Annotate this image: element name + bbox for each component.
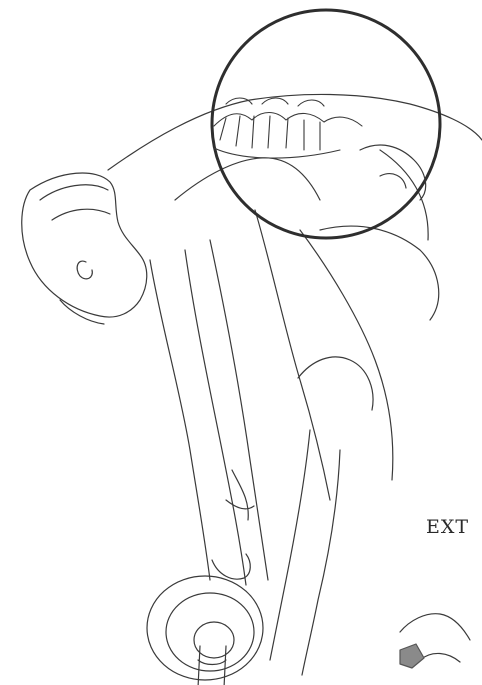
torso-outline xyxy=(108,94,482,170)
glute-line xyxy=(380,150,428,240)
spine-detail-circle-icon xyxy=(212,10,440,238)
hair-detail xyxy=(40,185,110,220)
barbell-plate-mid xyxy=(166,593,254,671)
hip-line xyxy=(320,226,439,320)
head-outline xyxy=(22,173,147,317)
thigh-back xyxy=(300,230,393,480)
ear xyxy=(77,261,92,279)
left-arm-outer xyxy=(150,260,210,580)
knee-curve xyxy=(298,357,373,410)
shaded-patch xyxy=(400,644,424,668)
barbell-plate-outer xyxy=(147,576,263,680)
thigh-front xyxy=(255,210,330,500)
spine-vertebrae xyxy=(214,98,362,158)
left-arm-inner xyxy=(185,250,246,585)
right-arm-outer xyxy=(210,240,268,580)
shin-back xyxy=(302,450,340,675)
cut-off-label: EXT xyxy=(426,516,469,538)
torso-lower-outline xyxy=(175,158,320,200)
shin-front xyxy=(270,430,310,660)
